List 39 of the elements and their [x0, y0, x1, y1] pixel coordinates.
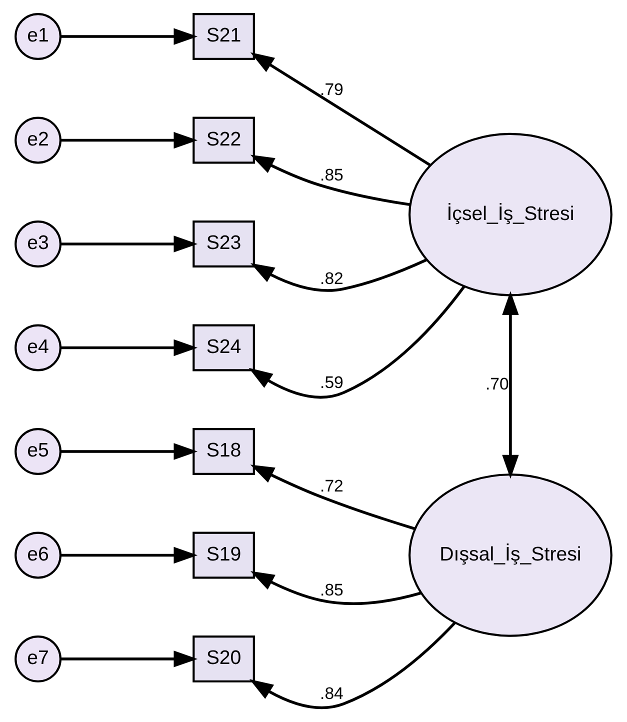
edge-label: .85: [320, 580, 344, 600]
arrow: [60, 28, 198, 45]
node-circle: e6: [14, 532, 62, 579]
node-ellipse: Dışsal_İş_Stresi: [408, 474, 612, 637]
node-box: S23: [192, 220, 255, 268]
node-box: S19: [192, 532, 255, 579]
node-circle: e7: [14, 635, 62, 682]
arrow: [250, 571, 422, 605]
edge-label: .84: [320, 684, 344, 704]
arrow: [60, 650, 198, 668]
node-circle: e4: [14, 324, 62, 372]
node-box: S24: [192, 324, 255, 372]
node-circle: e3: [14, 220, 62, 268]
node-circle: e5: [14, 428, 62, 475]
node-circle: e1: [14, 13, 62, 60]
arrow: [249, 622, 456, 710]
node-box: S20: [192, 635, 255, 682]
node-box: S21: [192, 13, 255, 60]
arrow: [250, 258, 428, 292]
arrow: [60, 236, 198, 252]
edge-label: .70: [485, 374, 509, 394]
edge-label: .79: [320, 80, 344, 99]
arrow: [502, 291, 519, 479]
node-box: S22: [192, 116, 255, 164]
edge-label: .59: [320, 372, 344, 392]
arrow: [60, 339, 198, 356]
arrow: [60, 443, 198, 460]
arrow: [250, 464, 416, 530]
edge-label: .85: [320, 165, 344, 184]
edge-label: .72: [320, 476, 344, 496]
arrow: [60, 546, 198, 564]
arrow: [250, 154, 410, 206]
arrow: [248, 286, 466, 399]
arrow: [250, 52, 432, 166]
node-circle: e2: [14, 116, 62, 164]
edge-label: .82: [320, 269, 344, 288]
node-ellipse: İçsel_İş_Stresi: [408, 132, 612, 296]
arrow: [60, 132, 198, 149]
node-box: S18: [192, 428, 255, 475]
